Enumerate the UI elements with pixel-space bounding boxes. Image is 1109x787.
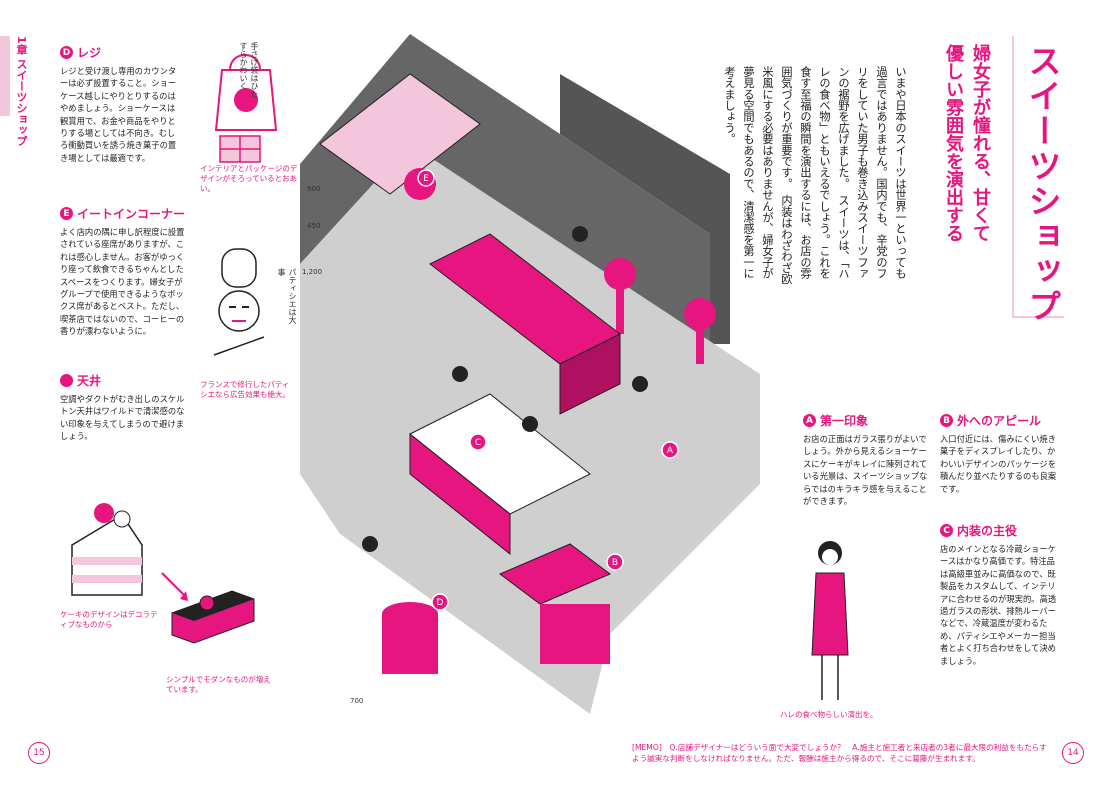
section-title: 内装の主役: [957, 524, 1018, 538]
dimension-label: 900: [307, 185, 321, 193]
cake-caption-1: ケーキのデザインはデコラティブなものから: [60, 610, 158, 629]
memo-text: [MEMO] Q.店舗デザイナーはどういう面で大変でしょうか？ A.施主と施工者…: [632, 743, 1047, 763]
section-body: レジと受け渡し専用のカウンターは必ず設置すること。ショーケース越しにやりとりする…: [60, 66, 177, 163]
title-frame: [1012, 36, 1064, 318]
section-title: 外へのアピール: [957, 414, 1042, 428]
badge-e: E: [60, 207, 73, 220]
woman-caption: ハレの食べ物らしい演出を。: [780, 710, 878, 719]
section-body: よく店内の隅に申し訳程度に設置されている座席がありますが、これは感心しません。お…: [60, 227, 185, 337]
section-first-impression: A 第一印象 お店の正面はガラス張りがよいでしょう。外から見えるショーケースにケー…: [803, 412, 931, 507]
section-ceiling: 天井 空調やダクトがむき出しのスケルトン天井はワイルドで清潔感のない印象を与えて…: [60, 372, 185, 443]
intro-text: いまや日本のスイーツは世界一といっても過言ではありません。国内でも、辛党のフリを…: [723, 66, 907, 285]
bag-note: 手さげ袋はひたすらかわいく: [239, 42, 259, 98]
badge-d: D: [60, 46, 73, 59]
package-caption: インテリアとパッケージのデザインがそろっているとおあい。: [200, 164, 298, 193]
chapter-label: 1章 スイーツショップ: [15, 36, 28, 147]
section-title: レジ: [77, 46, 102, 60]
section-title: イートインコーナー: [77, 207, 186, 221]
section-interior-main: C 内装の主役 店のメインとなる冷蔵ショーケースはかなり高価です。特注品は高級車並…: [940, 522, 1062, 667]
section-outside-appeal: B 外へのアピール 入口付近には、傷みにくい焼き菓子をディスプレイしたり、かわいい…: [940, 412, 1060, 495]
shopping-bag-illustration: [214, 54, 278, 163]
badge-b: B: [940, 414, 953, 427]
chef-caption: フランスで修行したパティシエなら広告効果も絶大。: [200, 380, 290, 399]
page-number-right: 14: [1062, 742, 1084, 764]
svg-text:D: D: [437, 598, 444, 608]
cake-illustration: [71, 503, 255, 644]
page-subtitle: 婦女子が憧れる、甘くて優しい雰囲気を演出する: [943, 44, 991, 242]
chef-illustration: [213, 248, 265, 356]
page-number-left: 15: [28, 742, 50, 764]
woman-illustration: [811, 541, 849, 700]
chef-note: パティシエは大事: [277, 268, 297, 324]
section-body: お店の正面はガラス張りがよいでしょう。外から見えるショーケースにケーキがキレイに…: [803, 434, 928, 507]
svg-text:E: E: [423, 174, 429, 184]
shop-illustration: A B C D E: [300, 34, 760, 714]
dimension-label: 450: [307, 222, 321, 230]
section-register: D レジ レジと受け渡し専用のカウンターは必ず設置すること。ショーケース越しにやり…: [60, 44, 180, 164]
section-body: 空調やダクトがむき出しのスケルトン天井はワイルドで清潔感のない印象を与えてしまう…: [60, 394, 185, 442]
svg-text:B: B: [612, 558, 618, 568]
chapter-tab: [0, 36, 10, 116]
dot-icon: [60, 374, 73, 387]
cake-caption-2: シンプルでモダンなものが増えています。: [166, 675, 271, 694]
section-body: 店のメインとなる冷蔵ショーケースはかなり高価です。特注品は高級車並みに高価なので…: [940, 544, 1057, 666]
section-body: 入口付近には、傷みにくい焼き菓子をディスプレイしたり、かわいいデザインのパッケー…: [940, 434, 1057, 494]
section-eat-in: E イートインコーナー よく店内の隅に申し訳程度に設置されている座席がありますが、…: [60, 205, 188, 338]
section-title: 第一印象: [820, 414, 869, 428]
badge-c: C: [940, 524, 953, 537]
badge-a: A: [803, 414, 816, 427]
dimension-label: 700: [350, 697, 364, 705]
svg-text:A: A: [667, 446, 674, 456]
section-title: 天井: [77, 374, 102, 388]
svg-text:C: C: [475, 438, 481, 448]
dimension-label: 1,200: [302, 268, 323, 276]
page-title: スイーツショップ: [1023, 44, 1062, 324]
